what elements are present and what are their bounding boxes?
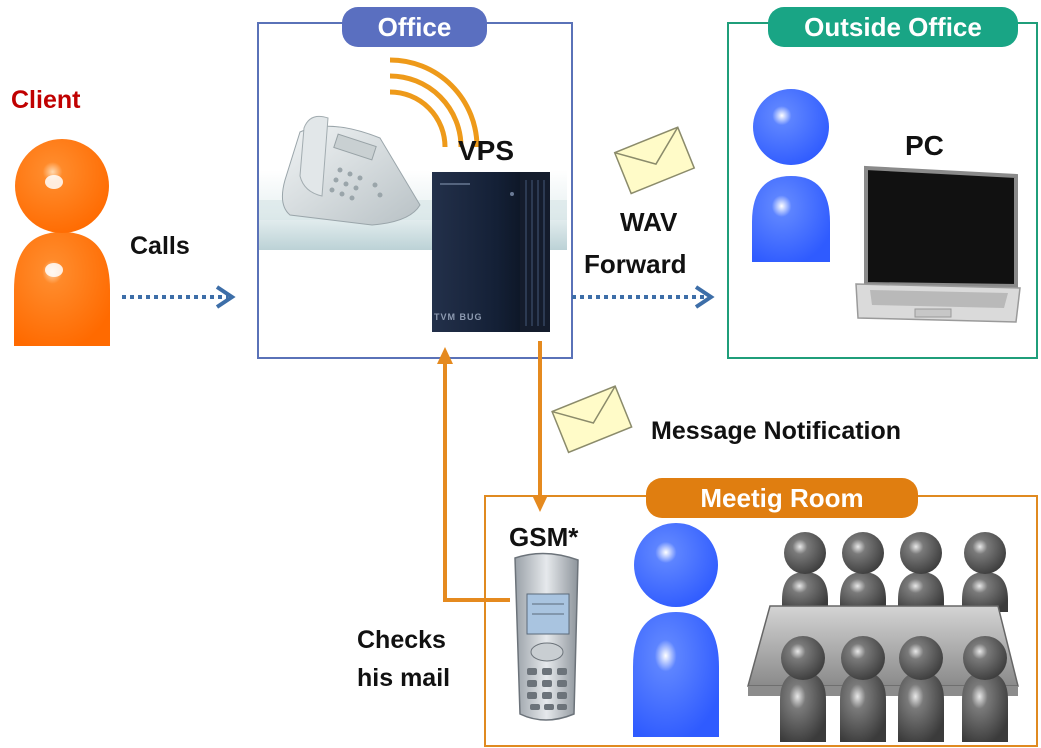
- wav-forward-label-line2: Forward: [584, 249, 687, 279]
- client-label: Client: [11, 86, 81, 114]
- vps-device-icon: [432, 172, 550, 332]
- wireless-signal-icon: [389, 57, 480, 148]
- outside-office-tab: Outside Office: [768, 7, 1018, 47]
- pc-label: PC: [905, 130, 944, 161]
- gsm-phone-icon: [514, 552, 579, 721]
- client-person-icon: [14, 139, 110, 346]
- meeting-person-icon: [633, 523, 719, 737]
- notification-arrow: [532, 341, 548, 512]
- vps-label: VPS: [458, 135, 515, 166]
- gsm-label: GSM*: [509, 522, 579, 552]
- meeting-attendees-back-row: [782, 532, 1008, 612]
- laptop-icon: [855, 165, 1021, 323]
- message-notification-label: Message Notification: [651, 417, 902, 445]
- checks-mail-label-line1: Checks: [357, 626, 446, 654]
- checks-mail-label-line2: his mail: [357, 664, 451, 692]
- wav-forward-label-line1: WAV: [620, 207, 678, 237]
- meeting-room-tab: Meetig Room: [646, 478, 918, 518]
- calls-arrow: [122, 285, 236, 309]
- office-tab: Office: [342, 7, 487, 47]
- checks-mail-arrow: [437, 347, 510, 602]
- vps-brand-label: TVM BUG: [434, 312, 483, 322]
- notification-envelope-icon: [551, 385, 633, 454]
- wav-forward-arrow: [572, 285, 715, 309]
- outside-person-icon: [752, 89, 830, 262]
- meeting-attendees-front-row: [780, 636, 1008, 742]
- calls-label: Calls: [130, 232, 190, 260]
- wav-envelope-icon: [613, 126, 696, 195]
- desk-phone-icon: [281, 115, 421, 226]
